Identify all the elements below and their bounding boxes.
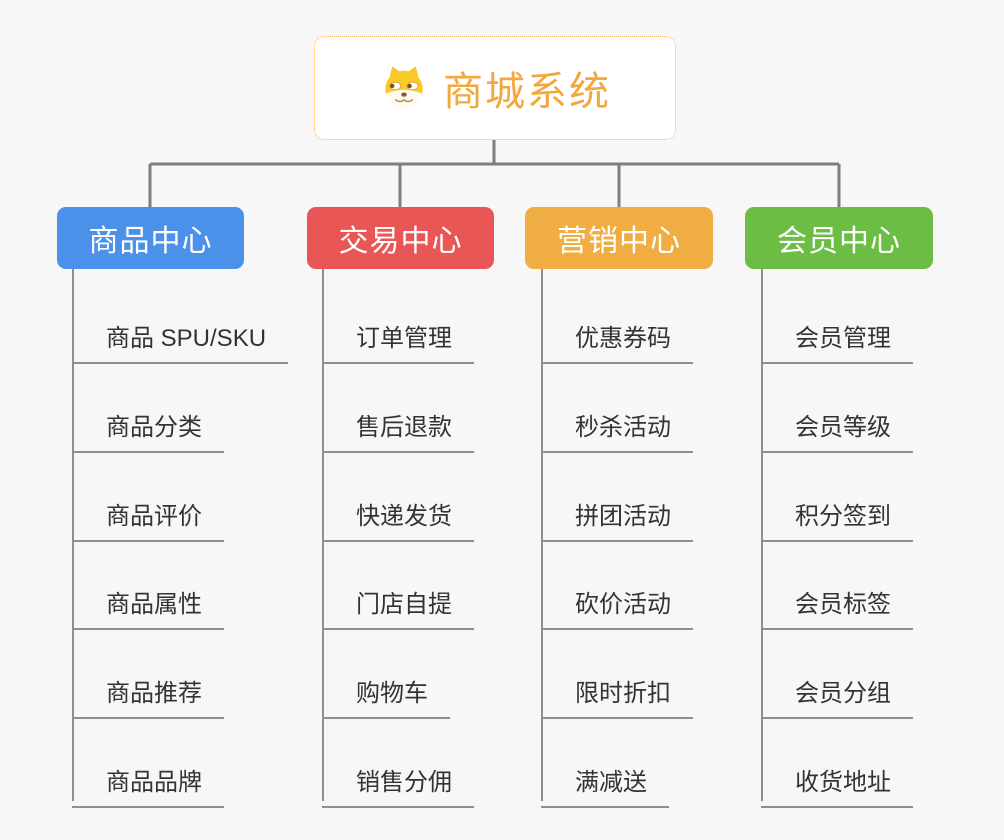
leaf-node[interactable]: 满减送 [541,747,669,808]
leaf-node[interactable]: 会员管理 [761,303,913,364]
trunk-line [72,269,74,801]
branch-box-product-center[interactable]: 商品中心 [57,207,244,269]
root-node[interactable]: 商城系统 [314,36,676,140]
connector-path [148,140,841,207]
leaf-node[interactable]: 会员标签 [761,569,913,630]
leaf-node[interactable]: 限时折扣 [541,658,693,719]
trunk-line [761,269,763,801]
branch-box-member-center[interactable]: 会员中心 [745,207,933,269]
leaf-node[interactable]: 销售分佣 [322,747,474,808]
root-title: 商城系统 [443,70,611,114]
leaf-node[interactable]: 快递发货 [322,481,474,542]
branch-box-marketing-center[interactable]: 营销中心 [525,207,713,269]
leaf-node[interactable]: 订单管理 [322,303,474,364]
leaf-node[interactable]: 会员等级 [761,392,913,453]
trunk-line [541,269,543,801]
leaf-node[interactable]: 商品属性 [72,569,224,630]
branch-box-trade-center[interactable]: 交易中心 [307,207,494,269]
leaf-node[interactable]: 商品分类 [72,392,224,453]
leaf-node[interactable]: 优惠券码 [541,303,693,364]
leaf-node[interactable]: 门店自提 [322,569,474,630]
leaf-node[interactable]: 商品评价 [72,481,224,542]
leaf-node[interactable]: 砍价活动 [541,569,693,630]
leaf-node[interactable]: 购物车 [322,658,450,719]
leaf-node[interactable]: 商品推荐 [72,658,224,719]
leaf-node[interactable]: 秒杀活动 [541,392,693,453]
leaf-node[interactable]: 商品 SPU/SKU [72,303,289,364]
leaf-node[interactable]: 收货地址 [761,747,913,808]
leaf-node[interactable]: 积分签到 [761,481,913,542]
trunk-line [322,269,324,801]
shiba-dog-icon [379,63,429,113]
leaf-node[interactable]: 商品品牌 [72,747,224,808]
leaf-node[interactable]: 会员分组 [761,658,913,719]
leaf-node[interactable]: 拼团活动 [541,481,693,542]
leaf-node[interactable]: 售后退款 [322,392,474,453]
